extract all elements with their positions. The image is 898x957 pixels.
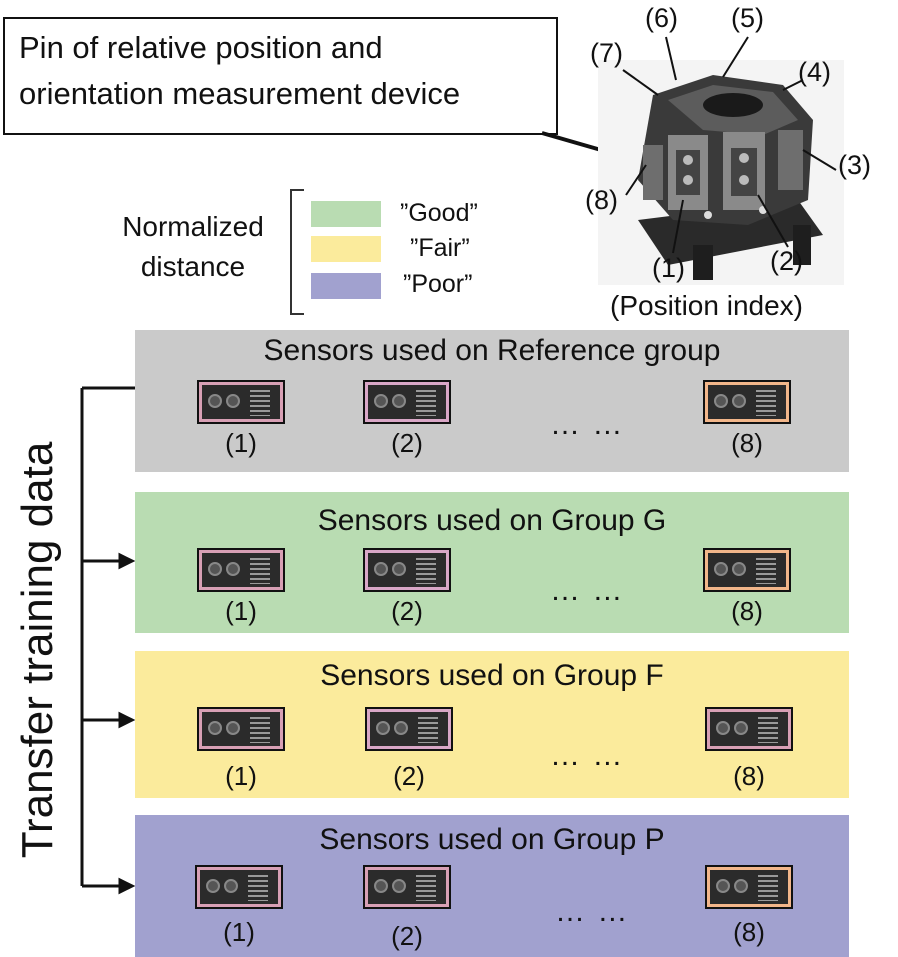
panel-group-f: Sensors used on Group F (1) (2) (8) … … (135, 651, 849, 798)
sensor-ref-1-label: (1) (225, 428, 257, 458)
position-label-7: (7) (590, 38, 623, 68)
sensor-g-8 (703, 548, 791, 592)
sensor-g-2-label: (2) (391, 596, 423, 626)
position-label-3: (3) (838, 150, 871, 180)
position-label-6: (6) (645, 3, 678, 33)
legend-swatch-poor (311, 273, 381, 299)
sensor-p-8-label: (8) (733, 917, 765, 947)
position-label-4: (4) (798, 57, 831, 87)
sensor-ref-8 (703, 380, 791, 424)
sensor-p-1-label: (1) (223, 917, 255, 947)
sensor-p-8 (705, 865, 793, 909)
panel-title-group-f: Sensors used on Group F (320, 659, 664, 692)
ellipsis-p: … … (555, 895, 630, 928)
sensor-p-2 (363, 865, 451, 909)
legend-title: Normalized distance (98, 210, 288, 284)
sensor-ref-2 (363, 380, 451, 424)
callout-line-1: Pin of relative position and (19, 30, 383, 65)
sensor-f-8-label: (8) (733, 761, 765, 791)
position-leader-lines (622, 36, 837, 254)
sensor-f-8 (705, 707, 793, 751)
position-index-caption: (Position index) (610, 290, 803, 321)
legend-swatch-good (311, 201, 381, 227)
position-label-8: (8) (585, 185, 618, 215)
panel-title-group-p: Sensors used on Group P (319, 823, 665, 856)
sensor-g-2 (363, 548, 451, 592)
panel-group-p: Sensors used on Group P (1) (2) (8) … … (135, 815, 849, 957)
sensor-p-1 (195, 865, 283, 909)
position-label-1: (1) (652, 253, 685, 283)
position-label-2: (2) (770, 246, 803, 276)
position-label-5: (5) (731, 3, 764, 33)
sensor-f-1 (197, 707, 285, 751)
sensor-f-2-label: (2) (393, 761, 425, 791)
legend-title-line-1: Normalized (122, 211, 264, 242)
device-photo (598, 60, 844, 285)
sensor-g-1-label: (1) (225, 596, 257, 626)
legend-bracket (290, 189, 304, 315)
panel-title-reference: Sensors used on Reference group (263, 334, 721, 367)
transfer-bracket (80, 386, 136, 895)
panel-title-group-g: Sensors used on Group G (317, 504, 667, 537)
legend-label-fair: ”Fair” (410, 234, 470, 262)
ellipsis-f: … … (550, 739, 625, 772)
transfer-training-data-label: Transfer training data (13, 441, 62, 859)
sensor-g-8-label: (8) (731, 596, 763, 626)
sensor-ref-8-label: (8) (731, 428, 763, 458)
sensor-p-2-label: (2) (391, 921, 423, 951)
sensor-g-1 (197, 548, 285, 592)
ellipsis-ref: … … (550, 408, 625, 441)
panel-reference-group: Sensors used on Reference group (1) (2) … (135, 330, 849, 472)
legend-swatch-fair (311, 236, 381, 262)
sensor-f-2 (365, 707, 453, 751)
panel-group-g: Sensors used on Group G (1) (2) (8) … … (135, 492, 849, 633)
legend-label-good: ”Good” (400, 199, 478, 227)
callout-line-2: orientation measurement device (19, 76, 461, 111)
sensor-ref-2-label: (2) (391, 428, 423, 458)
callout-box: Pin of relative position and orientation… (3, 17, 558, 135)
ellipsis-g: … … (550, 574, 625, 607)
sensor-ref-1 (197, 380, 285, 424)
legend-title-line-2: distance (140, 251, 246, 282)
legend-label-poor: ”Poor” (403, 270, 473, 298)
sensor-f-1-label: (1) (225, 761, 257, 791)
